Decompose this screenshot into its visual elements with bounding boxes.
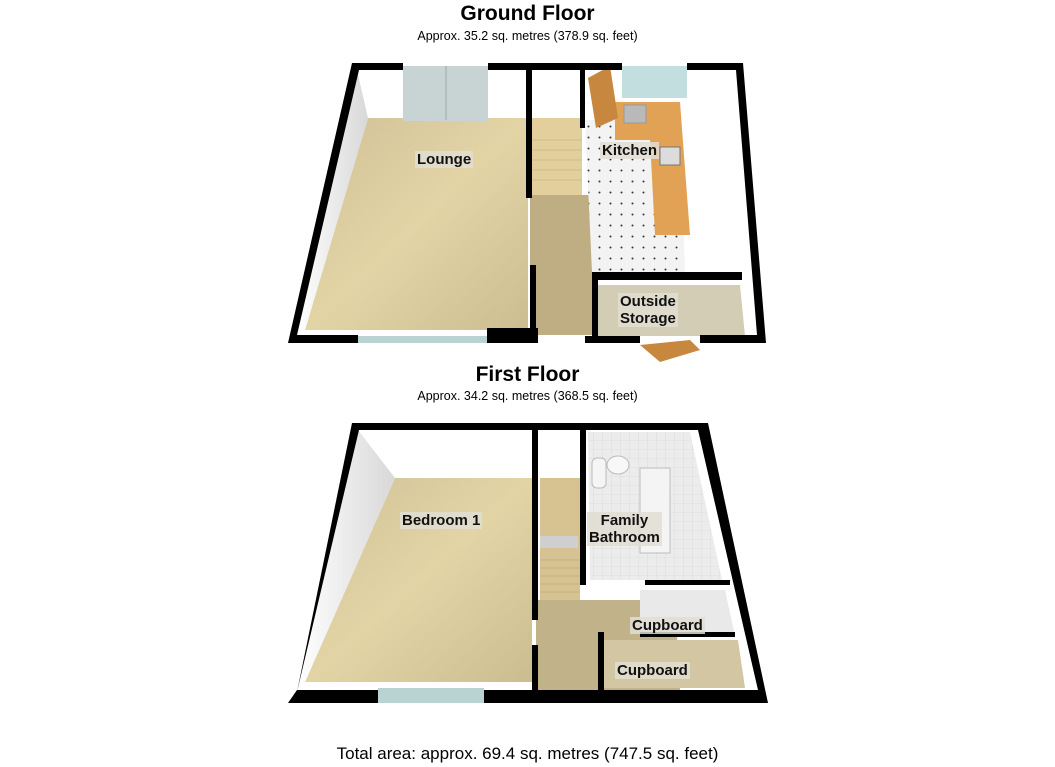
sink bbox=[623, 104, 647, 124]
room-label-cupboard-upper: Cupboard bbox=[630, 617, 705, 634]
room-label-lounge: Lounge bbox=[415, 151, 474, 168]
ground-floor-plan bbox=[288, 63, 766, 362]
hob bbox=[659, 146, 681, 166]
hallway-floor bbox=[530, 195, 595, 335]
bedroom-floor bbox=[305, 478, 532, 682]
first-floor-area: Approx. 34.2 sq. metres (368.5 sq. feet) bbox=[417, 389, 638, 403]
ground-floor-title: Ground Floor bbox=[460, 2, 595, 25]
outside-storage-line1: Outside bbox=[620, 293, 676, 310]
first-floor-plan bbox=[288, 423, 768, 703]
family-bathroom-line2: Bathroom bbox=[589, 529, 660, 546]
room-label-family-bathroom: Family Bathroom bbox=[587, 512, 662, 546]
stairs bbox=[530, 118, 582, 195]
family-bathroom-line1: Family bbox=[600, 512, 649, 529]
kitchen-window bbox=[622, 66, 687, 98]
basin bbox=[606, 455, 630, 475]
first-floor-title: First Floor bbox=[475, 363, 580, 386]
ground-floor-area: Approx. 35.2 sq. metres (378.9 sq. feet) bbox=[417, 29, 638, 43]
outside-storage-door bbox=[640, 340, 700, 362]
outside-storage-line2: Storage bbox=[620, 310, 676, 327]
kitchen-worktop bbox=[615, 102, 690, 235]
total-area: Total area: approx. 69.4 sq. metres (747… bbox=[336, 744, 719, 763]
kitchen-door bbox=[588, 66, 618, 128]
room-label-kitchen: Kitchen bbox=[600, 142, 660, 159]
lounge-floor bbox=[305, 118, 528, 330]
room-label-cupboard-lower: Cupboard bbox=[615, 662, 690, 679]
room-label-bedroom-1: Bedroom 1 bbox=[400, 512, 483, 529]
toilet bbox=[591, 457, 607, 489]
room-label-outside-storage: Outside Storage bbox=[618, 293, 678, 327]
